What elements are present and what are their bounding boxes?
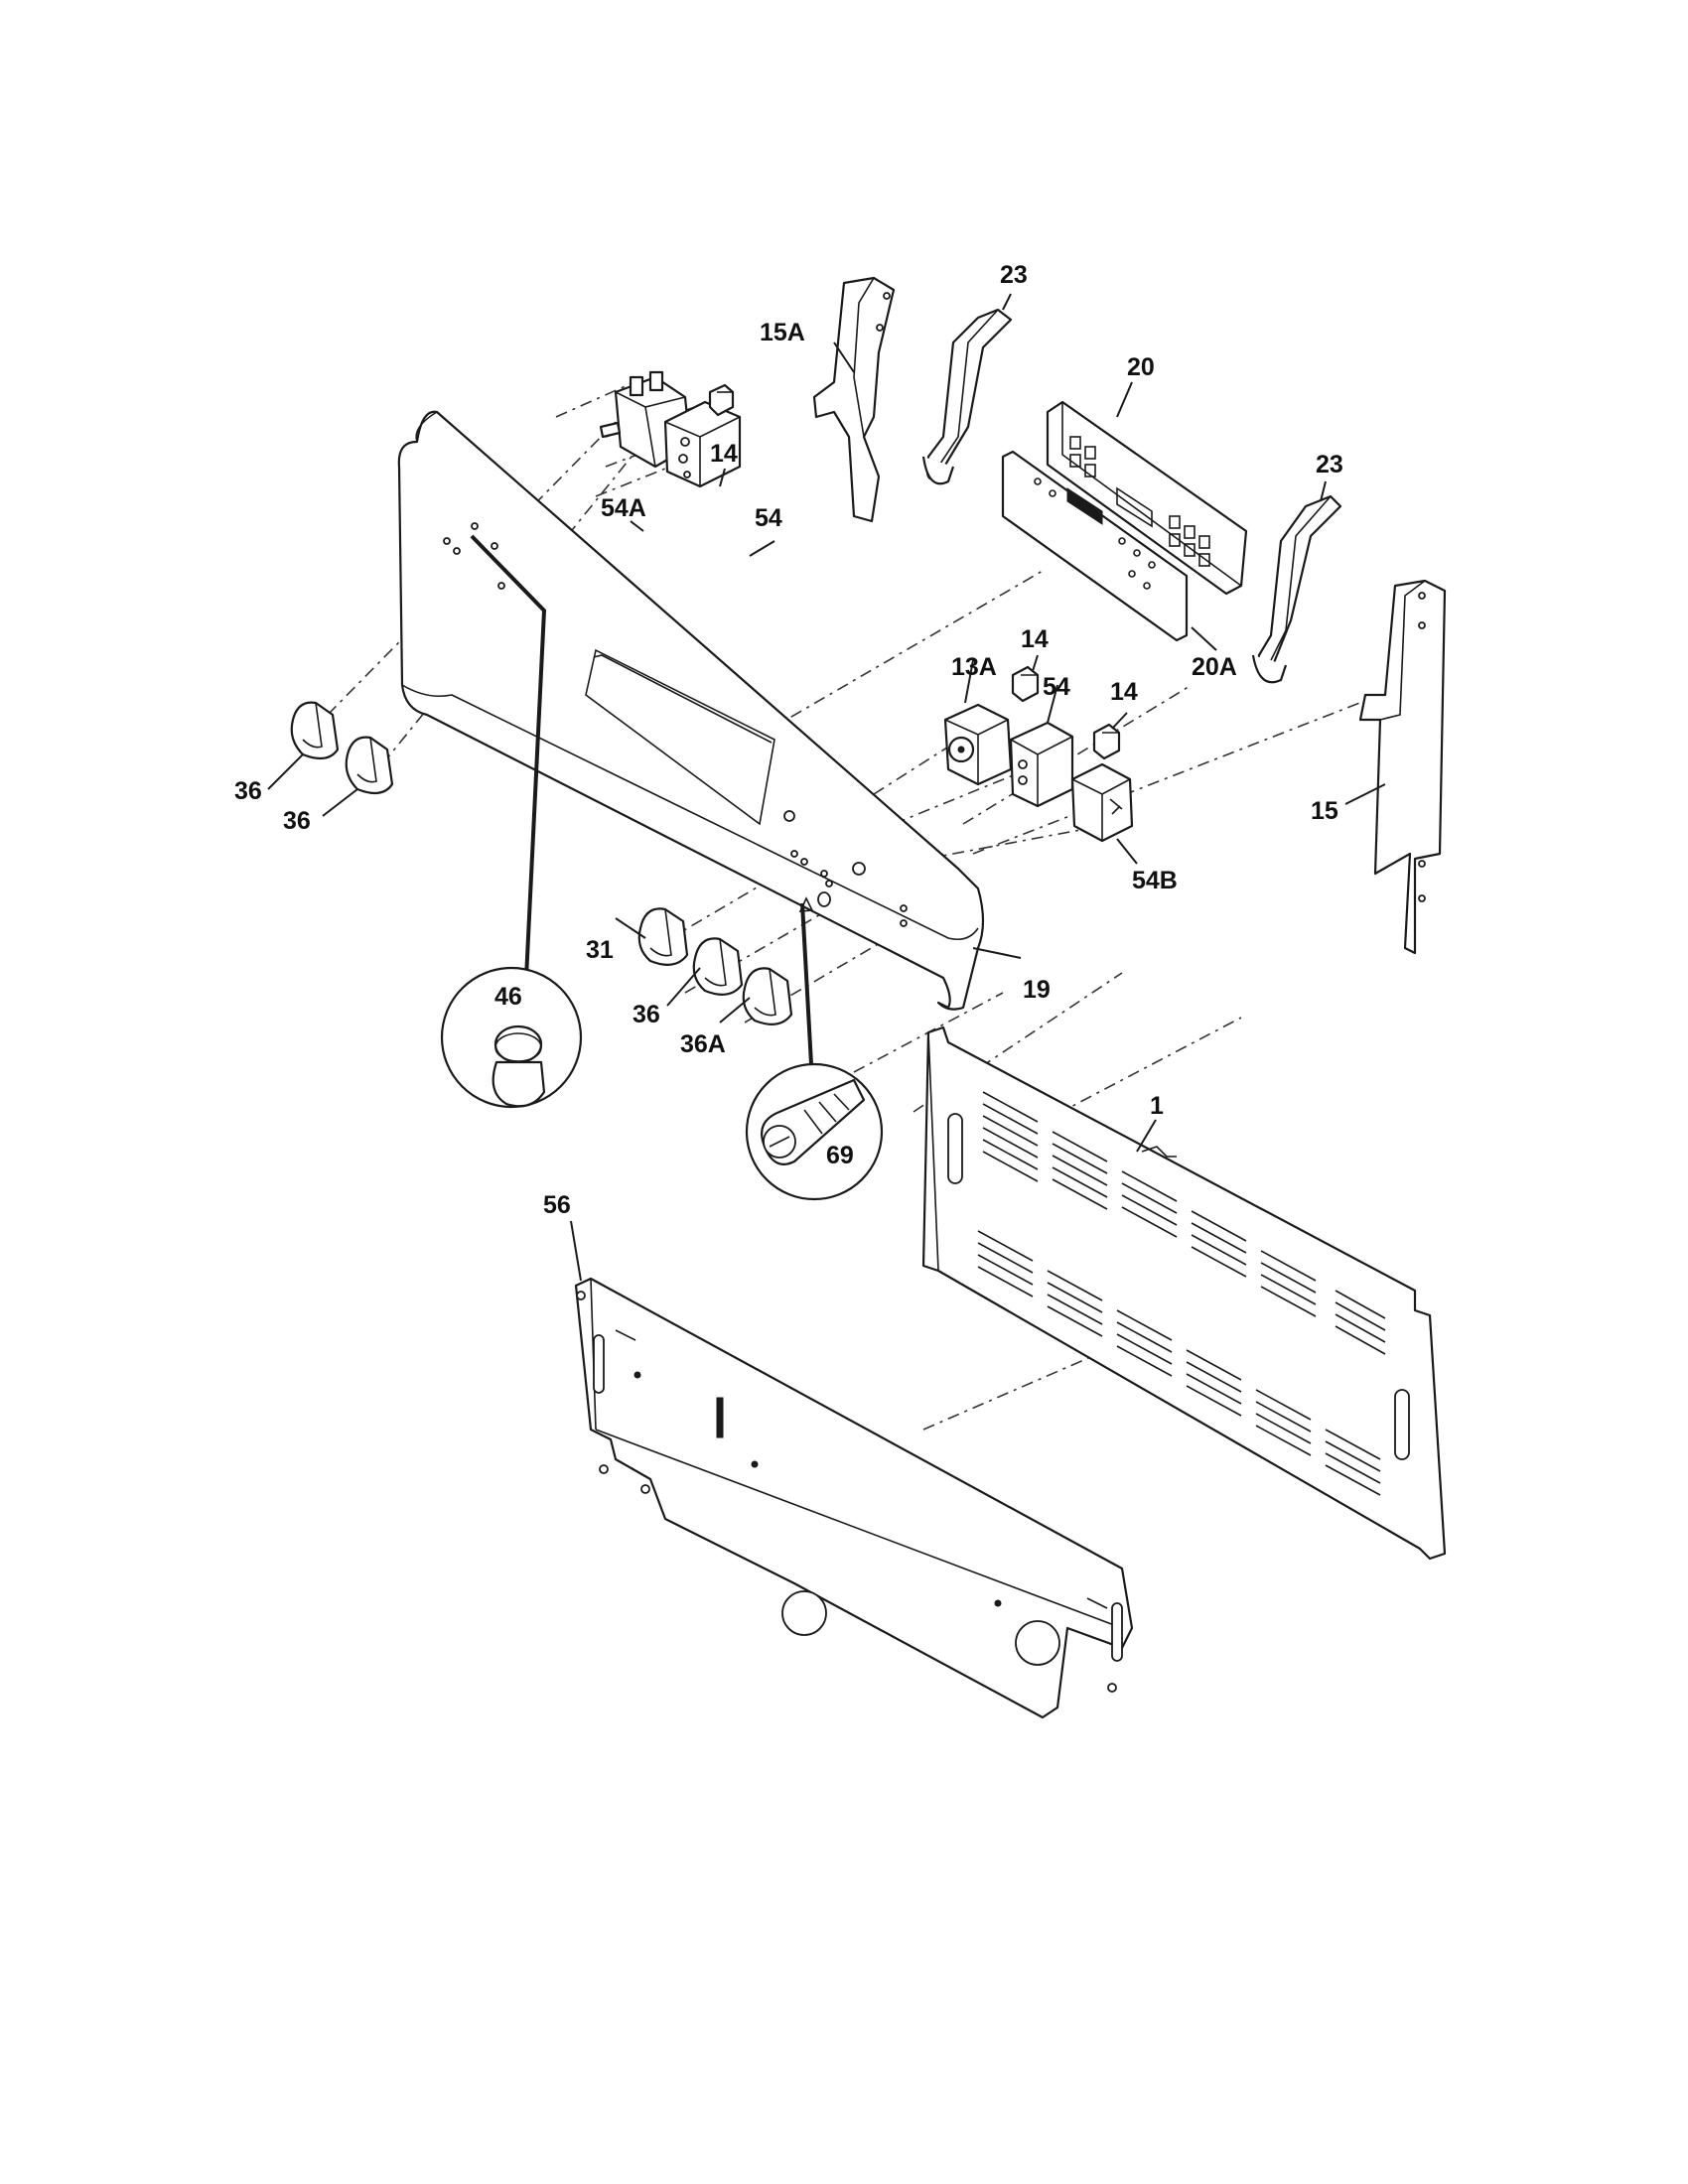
callout-15: 15 xyxy=(1311,797,1338,825)
callout-14-middle: 14 xyxy=(1021,625,1049,653)
callout-14-upper: 14 xyxy=(710,440,738,468)
vent-slots xyxy=(977,1091,1386,1496)
switch-54B xyxy=(1070,762,1134,843)
callout-1: 1 xyxy=(1150,1092,1164,1120)
callout-labels: 23 15A 20 14 23 54A 54 14 20A 13A 54 14 … xyxy=(234,261,1343,1219)
callout-23-right: 23 xyxy=(1316,451,1343,478)
terminal-14-right xyxy=(1092,723,1121,760)
callout-23-left: 23 xyxy=(1000,261,1028,289)
knob-36-lower xyxy=(345,736,394,795)
callout-14-right: 14 xyxy=(1110,678,1138,706)
callout-20A: 20A xyxy=(1192,653,1237,681)
callout-36-upper: 36 xyxy=(234,777,262,805)
switch-54-upper xyxy=(663,400,742,488)
end-panel-15A xyxy=(812,276,896,523)
overlay-20A xyxy=(1001,450,1189,642)
lower-bracket-56 xyxy=(574,1277,1134,1719)
knob-36-middle xyxy=(692,937,744,996)
callout-56: 56 xyxy=(543,1191,571,1219)
detail-circle-46 xyxy=(440,534,583,1109)
knob-36A xyxy=(742,967,793,1025)
callout-54B: 54B xyxy=(1132,867,1178,894)
switch-54-middle xyxy=(1009,721,1074,808)
callout-31: 31 xyxy=(586,936,614,964)
control-13A xyxy=(943,703,1013,786)
clock-board-20 xyxy=(1046,400,1248,596)
callout-69: 69 xyxy=(826,1142,854,1169)
callout-36-lower: 36 xyxy=(283,807,311,835)
terminal-14-middle xyxy=(1011,665,1040,703)
bracket-23-left xyxy=(921,308,1013,485)
detail-circle-69 xyxy=(745,896,884,1201)
knob-31 xyxy=(637,907,689,966)
terminal-14-upper xyxy=(708,383,735,417)
rear-panel-1 xyxy=(921,1025,1447,1561)
callout-20: 20 xyxy=(1127,353,1155,381)
callout-13A: 13A xyxy=(951,653,997,681)
callout-15A: 15A xyxy=(760,319,805,346)
callout-54A: 54A xyxy=(601,494,646,522)
callout-54-upper: 54 xyxy=(755,504,782,532)
callout-36-middle: 36 xyxy=(633,1001,660,1028)
knob-36-upper xyxy=(290,701,340,760)
leader-lines xyxy=(267,293,1386,1282)
control-panel-19 xyxy=(397,410,985,1011)
callout-46: 46 xyxy=(494,983,522,1011)
callout-19: 19 xyxy=(1023,976,1051,1004)
bracket-23-right xyxy=(1251,494,1342,684)
callout-54-middle: 54 xyxy=(1043,673,1070,701)
end-panel-15 xyxy=(1358,579,1447,955)
callout-36A: 36A xyxy=(680,1030,726,1058)
